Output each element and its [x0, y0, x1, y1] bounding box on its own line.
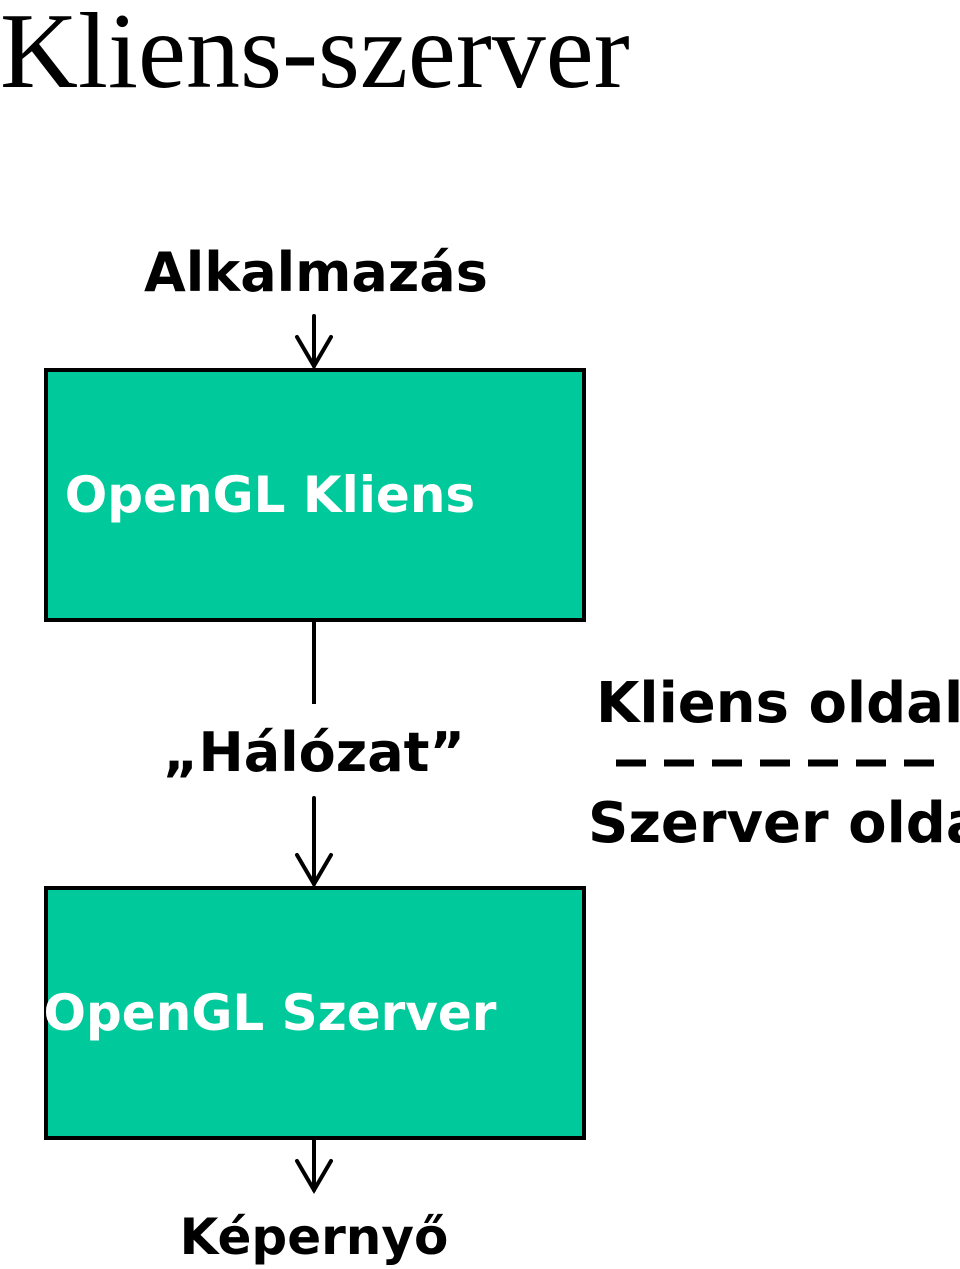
page-title: Kliens-szerver: [0, 0, 630, 111]
opengl-server-label: OpenGL Szerver: [43, 984, 497, 1042]
arrow-network-to-server: [295, 796, 333, 888]
server-side-label: Szerver oldal: [588, 791, 960, 856]
client-side-label: Kliens oldal: [596, 671, 960, 736]
opengl-server-box: OpenGL Szerver: [44, 886, 586, 1140]
arrow-app-to-client: [295, 314, 333, 370]
network-label: „Hálózat”: [163, 721, 465, 784]
arrow-server-to-screen: [295, 1136, 333, 1194]
screen-label: Képernyő: [179, 1208, 449, 1266]
opengl-client-box: OpenGL Kliens: [44, 368, 586, 622]
opengl-client-label: OpenGL Kliens: [64, 466, 476, 524]
application-label: Alkalmazás: [144, 241, 488, 304]
